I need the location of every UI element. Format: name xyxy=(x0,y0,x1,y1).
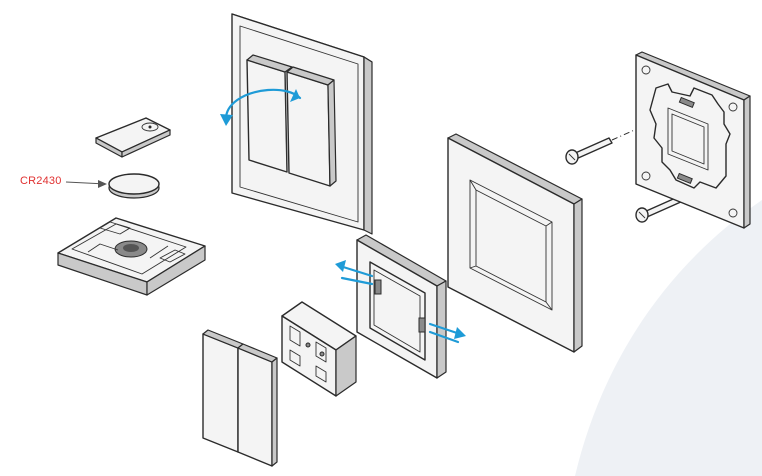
battery-label: CR2430 xyxy=(20,175,62,187)
battery-cover xyxy=(95,117,171,158)
switch-module xyxy=(57,217,206,296)
outer-cover-frame xyxy=(447,133,583,353)
cr2430-battery xyxy=(108,173,160,199)
metal-mounting-bracket xyxy=(635,51,751,229)
battery-label-pointer xyxy=(65,180,107,188)
mounting-frame xyxy=(356,234,447,379)
rotate-rocker-arrow xyxy=(220,88,302,126)
switch-mechanism-block xyxy=(281,301,357,397)
expand-arrows xyxy=(335,260,466,344)
screw-top xyxy=(565,123,649,165)
frame-with-rocker-assembly xyxy=(231,13,373,235)
background-swoosh xyxy=(575,200,762,476)
rocker-cover-plates xyxy=(202,329,278,467)
